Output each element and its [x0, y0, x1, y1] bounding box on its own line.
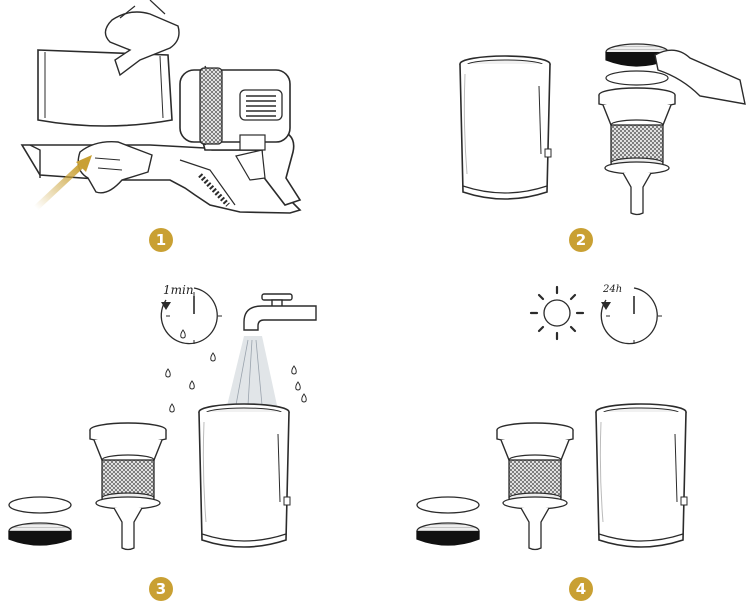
sun-icon [531, 287, 583, 339]
step-3-illustration [9, 288, 316, 550]
timer-icon [601, 288, 662, 344]
step-1-badge: 1 [149, 228, 173, 252]
step-3-badge: 3 [149, 577, 173, 601]
step-1-illustration [22, 0, 300, 213]
step-4-illustration [417, 287, 687, 550]
step-2-badge: 2 [569, 228, 593, 252]
dry-timer-label: 24h [603, 284, 622, 295]
water-tap-icon [244, 294, 316, 330]
soak-timer-label: 1min [163, 283, 194, 297]
step-2-illustration [460, 44, 745, 215]
step-4-badge: 4 [569, 577, 593, 601]
